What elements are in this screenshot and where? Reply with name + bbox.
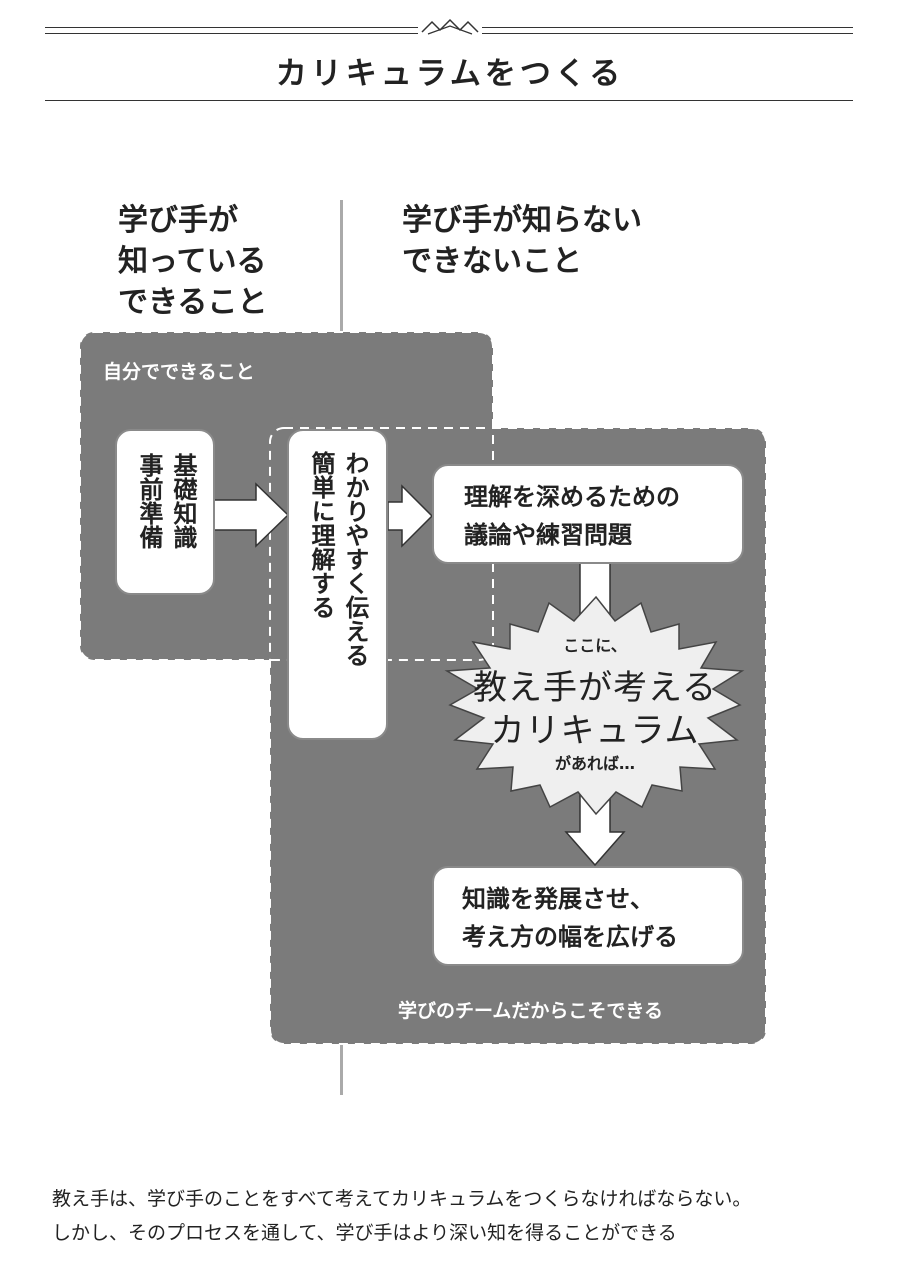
burst-line2: カリキュラム	[490, 711, 700, 751]
expand-knowledge-box: 知識を発展させ、 考え方の幅を広げる	[432, 866, 744, 966]
header-rule-bottom	[45, 100, 853, 101]
caption-line-2: しかし、そのプロセスを通して、学び手はより深い知を得ることができる	[52, 1222, 677, 1244]
deepen-understanding-text: 理解を深めるための 議論や練習問題	[464, 478, 680, 554]
box-line: 理解を深めるための	[464, 483, 680, 511]
right-column-heading: 学び手が知らない できないこと	[402, 200, 642, 282]
left-heading-line: できること	[118, 285, 268, 320]
box-line: 基礎知識	[169, 453, 197, 549]
starburst-icon	[444, 595, 745, 816]
easy-understanding-text: わかりやすく伝える 簡単に理解する	[304, 451, 372, 667]
self-panel-label: 自分でできること	[103, 361, 255, 383]
left-heading-line: 学び手が	[118, 203, 238, 238]
header-ornament	[418, 18, 482, 35]
expand-knowledge-text: 知識を発展させ、 考え方の幅を広げる	[462, 880, 678, 956]
box-line: わかりやすく伝える	[341, 451, 369, 667]
page-title: カリキュラムをつくる	[275, 56, 625, 92]
team-panel-label: 学びのチームだからこそできる	[398, 1000, 664, 1022]
box-line: 簡単に理解する	[307, 451, 335, 619]
burst-bottom-text: があれば…	[554, 754, 635, 773]
box-line: 事前準備	[135, 453, 163, 549]
basic-knowledge-box: 基礎知識 事前準備	[115, 429, 215, 595]
left-heading-line: 知っている	[118, 244, 267, 279]
arrow-right-icon	[387, 484, 434, 548]
basic-knowledge-text: 基礎知識 事前準備	[132, 453, 200, 549]
box-line: 議論や練習問題	[464, 521, 632, 549]
box-line: 知識を発展させ、	[462, 885, 654, 913]
burst-line1: 教え手が考える	[473, 668, 717, 708]
easy-understanding-box: わかりやすく伝える 簡単に理解する	[287, 429, 388, 740]
right-heading-line: できないこと	[402, 244, 582, 279]
box-line: 考え方の幅を広げる	[462, 923, 678, 951]
left-column-heading: 学び手が 知っている できること	[118, 200, 267, 323]
burst-top-text: ここに、	[563, 636, 627, 655]
caption-line-1: 教え手は、学び手のことをすべて考えてカリキュラムをつくらなければならない。	[52, 1188, 752, 1210]
arrow-right-icon	[213, 482, 290, 548]
right-heading-line: 学び手が知らない	[402, 203, 642, 238]
deepen-understanding-box: 理解を深めるための 議論や練習問題	[432, 464, 744, 564]
